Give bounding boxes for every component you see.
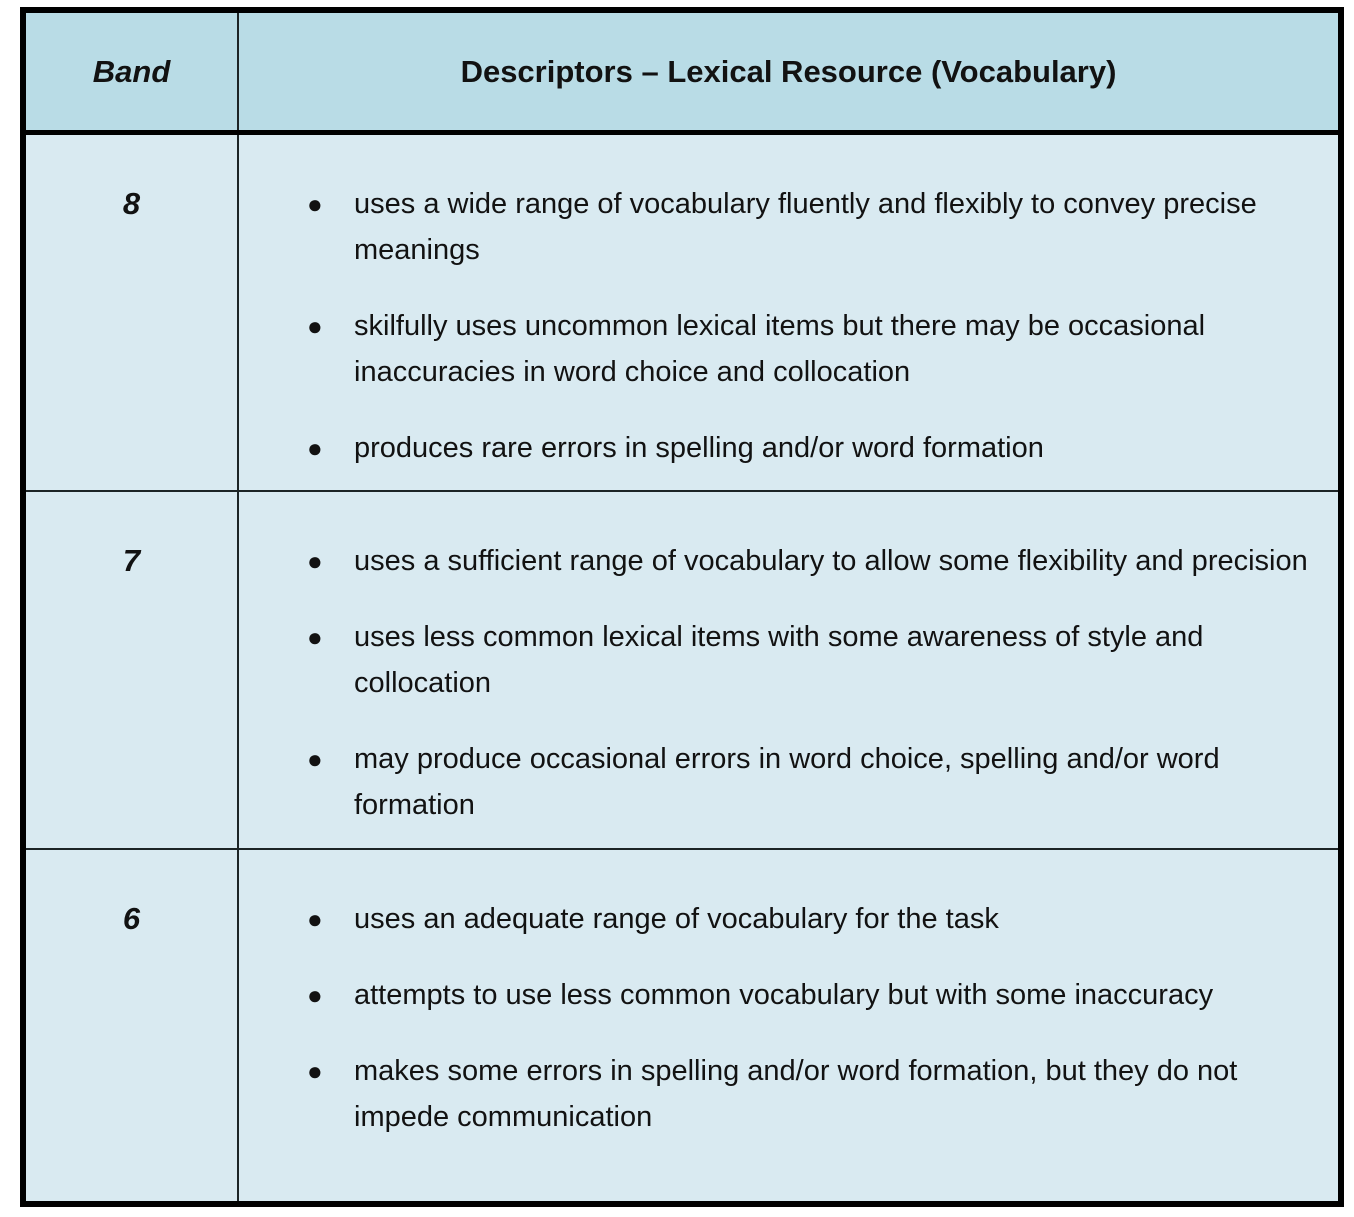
band-number: 8 [122,186,141,221]
descriptor-bullet-item: ● uses a sufficient range of vocabulary … [307,538,1310,584]
descriptor-text: produces rare errors in spelling and/or … [354,432,1044,464]
descriptor-list: ● uses an adequate range of vocabulary f… [239,850,1338,1140]
table-row-band-8: 8 ● uses a wide range of vocabulary flue… [26,135,1338,492]
bullet-icon: ● [307,433,323,463]
descriptors-cell: ● uses an adequate range of vocabulary f… [239,850,1338,1201]
descriptor-text: uses a sufficient range of vocabulary to… [354,545,1308,577]
descriptor-text: uses an adequate range of vocabulary for… [354,903,999,935]
descriptor-text: attempts to use less common vocabulary b… [354,979,1214,1011]
bullet-icon: ● [307,622,323,652]
band-cell: 7 [26,492,239,848]
descriptor-bullet-item: ● skilfully uses uncommon lexical items … [307,303,1310,395]
descriptor-bullet-item: ● uses an adequate range of vocabulary f… [307,896,1310,942]
descriptor-bullet-item: ● uses a wide range of vocabulary fluent… [307,181,1310,273]
descriptors-cell: ● uses a wide range of vocabulary fluent… [239,135,1338,490]
bullet-icon: ● [307,1056,323,1086]
header-band-cell: Band [26,13,239,130]
descriptor-list: ● uses a wide range of vocabulary fluent… [239,135,1338,471]
band-cell: 8 [26,135,239,490]
bullet-icon: ● [307,744,323,774]
table-header-row: Band Descriptors – Lexical Resource (Voc… [26,13,1338,135]
band-descriptors-table: Band Descriptors – Lexical Resource (Voc… [20,7,1344,1207]
descriptor-text: makes some errors in spelling and/or wor… [354,1055,1238,1133]
descriptors-column-header: Descriptors – Lexical Resource (Vocabula… [460,53,1117,89]
descriptor-list: ● uses a sufficient range of vocabulary … [239,492,1338,828]
descriptor-text: uses less common lexical items with some… [354,621,1204,699]
bullet-icon: ● [307,189,323,219]
bullet-icon: ● [307,980,323,1010]
descriptor-text: may produce occasional errors in word ch… [354,743,1220,821]
band-number: 6 [122,901,141,936]
descriptor-bullet-item: ● uses less common lexical items with so… [307,614,1310,706]
band-cell: 6 [26,850,239,1201]
descriptor-bullet-item: ● makes some errors in spelling and/or w… [307,1048,1310,1140]
descriptor-text: uses a wide range of vocabulary fluently… [354,188,1257,266]
descriptor-bullet-item: ● produces rare errors in spelling and/o… [307,425,1310,471]
descriptor-bullet-item: ● attempts to use less common vocabulary… [307,972,1310,1018]
table-row-band-6: 6 ● uses an adequate range of vocabulary… [26,850,1338,1201]
bullet-icon: ● [307,546,323,576]
table-row-band-7: 7 ● uses a sufficient range of vocabular… [26,492,1338,850]
bullet-icon: ● [307,311,323,341]
band-number: 7 [122,543,141,578]
descriptors-cell: ● uses a sufficient range of vocabulary … [239,492,1338,848]
header-descriptors-cell: Descriptors – Lexical Resource (Vocabula… [239,13,1338,130]
band-column-header: Band [92,53,171,89]
bullet-icon: ● [307,904,323,934]
descriptor-bullet-item: ● may produce occasional errors in word … [307,736,1310,828]
descriptor-text: skilfully uses uncommon lexical items bu… [354,310,1206,388]
